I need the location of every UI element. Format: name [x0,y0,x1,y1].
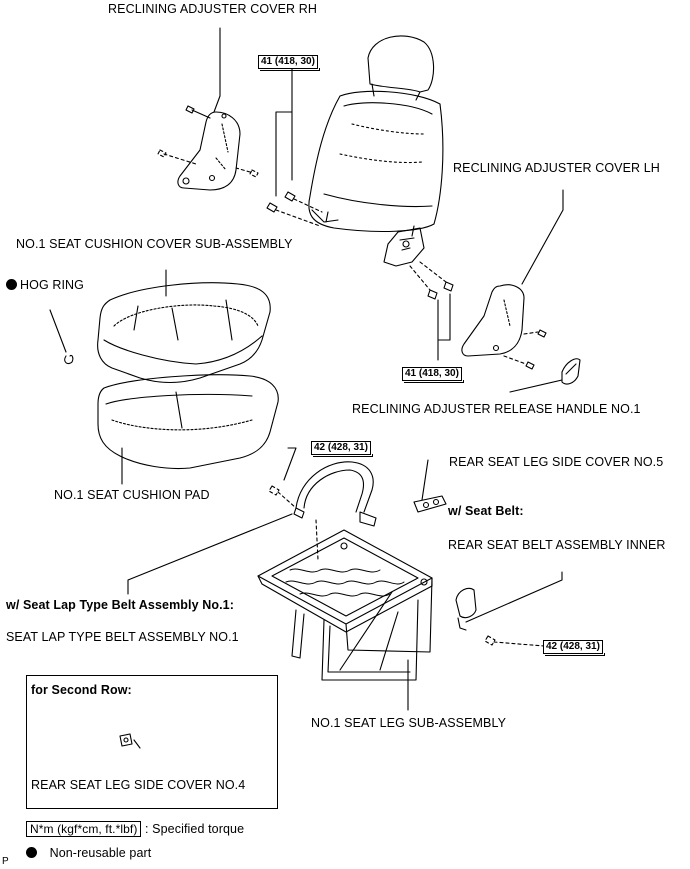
nonreusable-dot-icon [26,847,37,858]
nonreusable-dot-icon [6,279,17,290]
label-belt-inner: REAR SEAT BELT ASSEMBLY INNER [448,538,666,552]
release-handle-illustration [561,358,581,385]
reclining-cover-rh-illustration [157,105,259,191]
legend-torque-text: : Specified torque [145,822,245,836]
seat-leg-illustration [257,529,433,681]
torque-callout: 42 (428, 31) [543,640,605,656]
label-hog-ring: HOG RING [6,278,84,292]
leg-side-cover-5-illustration [413,495,447,513]
label-leg-side-cover-4: REAR SEAT LEG SIDE COVER NO.4 [31,778,246,792]
lap-belt-illustration [268,461,377,561]
torque-callout: 41 (418, 30) [258,55,320,71]
label-with-seat-belt: w/ Seat Belt: [448,504,524,518]
reclining-cover-lh-illustration [461,284,547,370]
second-row-inset [26,675,278,809]
legend-nonreusable-text: Non-reusable part [49,846,152,860]
label-seat-cushion-pad: NO.1 SEAT CUSHION PAD [54,488,210,502]
hog-ring-text: HOG RING [20,278,84,292]
torque-callout: 41 (418, 30) [402,367,464,383]
seat-back-illustration [308,35,444,267]
label-release-handle: RECLINING ADJUSTER RELEASE HANDLE NO.1 [352,402,641,416]
leader-lines [49,27,564,749]
corner-mark: P [2,856,9,867]
label-seat-leg: NO.1 SEAT LEG SUB-ASSEMBLY [311,716,507,730]
legend-nonreusable: Non-reusable part [26,846,151,860]
label-seat-cushion-cover: NO.1 SEAT CUSHION COVER SUB-ASSEMBLY [16,237,293,251]
label-for-second-row: for Second Row: [31,683,132,697]
label-reclining-cover-lh: RECLINING ADJUSTER COVER LH [453,161,660,175]
label-leg-side-cover-5: REAR SEAT LEG SIDE COVER NO.5 [449,455,664,469]
leg-side-cover-4-illustration [119,733,133,747]
torque-callout: 42 (428, 31) [311,441,373,457]
legend-torque-box: N*m (kgf*cm, ft.*lbf) [26,821,142,837]
hog-ring-illustration [64,354,74,365]
seat-back-bolts [266,191,454,300]
label-lap-belt: SEAT LAP TYPE BELT ASSEMBLY NO.1 [6,630,239,644]
seat-cushion-pad-illustration [97,374,279,469]
label-reclining-cover-rh: RECLINING ADJUSTER COVER RH [108,2,317,16]
legend-torque: N*m (kgf*cm, ft.*lbf) : Specified torque [26,821,244,837]
belt-inner-illustration [455,587,545,647]
seat-cushion-cover-illustration [97,282,271,384]
label-with-lap-belt: w/ Seat Lap Type Belt Assembly No.1: [6,598,234,612]
